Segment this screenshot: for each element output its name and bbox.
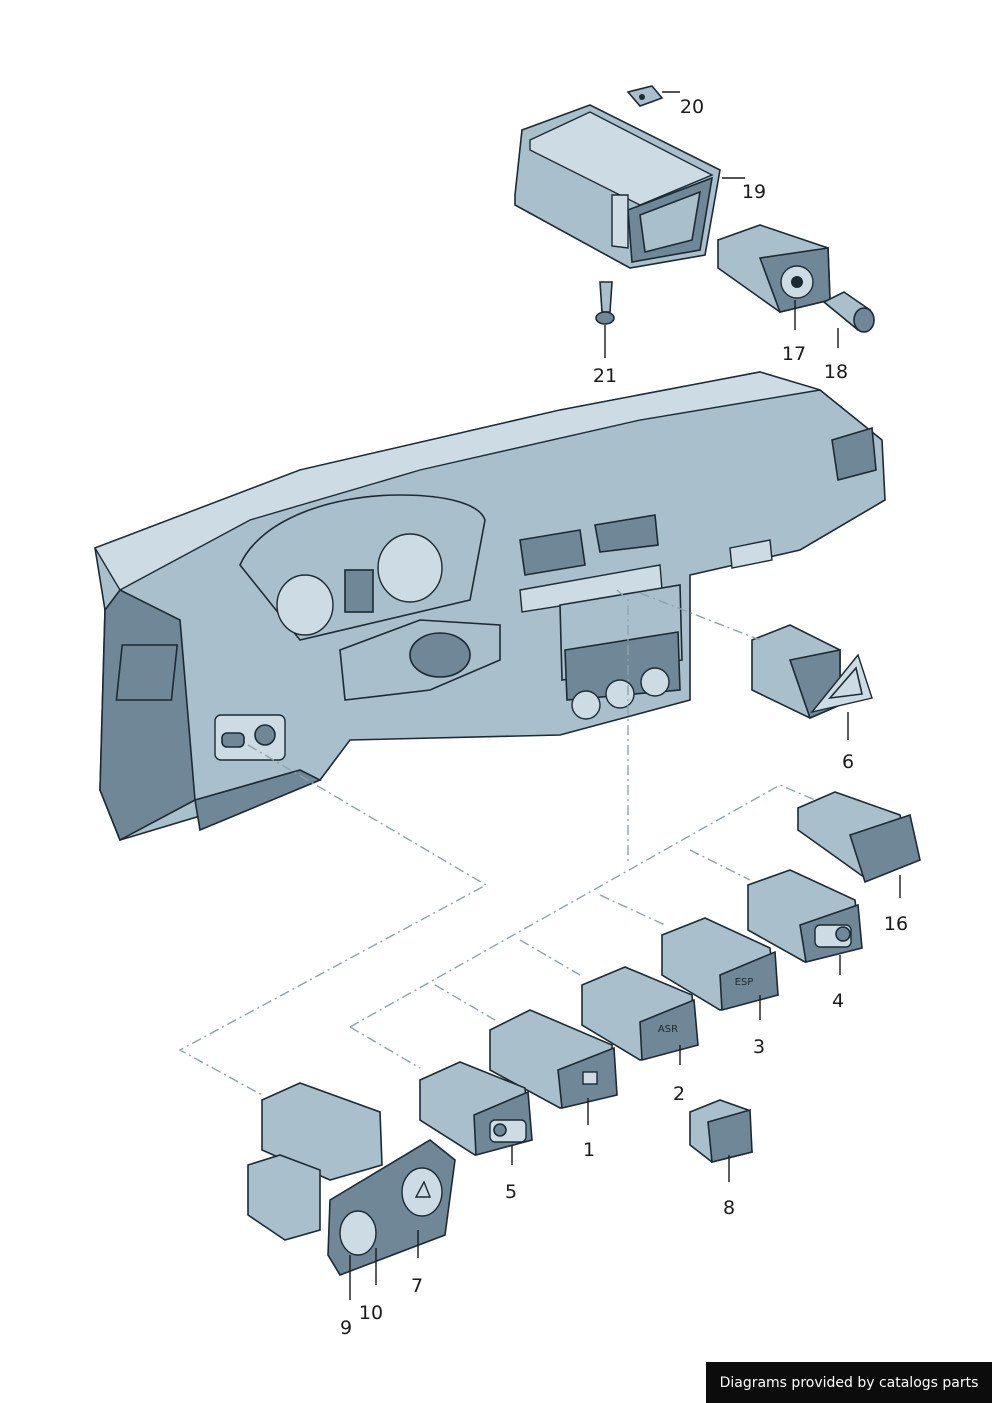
callout-21: 21 [593, 365, 617, 387]
callout-18: 18 [824, 361, 848, 383]
credit-text: Diagrams provided by catalogs parts [719, 1374, 979, 1391]
switch-part-16 [797, 791, 921, 884]
callout-7: 7 [411, 1275, 423, 1297]
callout-5: 5 [505, 1181, 517, 1203]
callout-16: 16 [884, 913, 908, 935]
callout-9: 9 [340, 1317, 352, 1339]
callout-1: 1 [583, 1139, 595, 1161]
switch-part-5 [419, 1061, 533, 1157]
screw-part-21 [595, 281, 615, 325]
callout-3: 3 [753, 1036, 765, 1058]
dashboard [93, 371, 886, 842]
callout-4: 4 [832, 990, 844, 1012]
plug-part-18 [822, 291, 875, 333]
esp-switch-part-3: ESP [661, 917, 779, 1012]
glove-box-part-19 [514, 104, 721, 269]
callout-6: 6 [842, 751, 854, 773]
cap-part-8 [689, 1099, 753, 1164]
hazard-switch-part-6 [751, 624, 873, 720]
callout-20: 20 [680, 96, 704, 118]
callout-19: 19 [742, 181, 766, 203]
esp-label: ESP [735, 977, 754, 988]
asr-switch-part-2: ASR [581, 966, 699, 1062]
switch-part-1 [489, 1009, 618, 1109]
leader-lines [349, 91, 901, 1300]
light-switch-part-7 [247, 1082, 456, 1276]
credit-banner: Diagrams provided by catalogs parts [706, 1362, 992, 1403]
callout-2: 2 [673, 1083, 685, 1105]
connector-lines [178, 589, 816, 1096]
callout-8: 8 [723, 1197, 735, 1219]
socket-part-17 [717, 224, 831, 313]
callout-17: 17 [782, 343, 806, 365]
asr-label: ASR [658, 1024, 678, 1035]
bracket-part-20 [626, 85, 664, 107]
callouts: 20 19 21 17 18 6 16 4 3 2 1 5 8 7 10 9 [340, 96, 908, 1339]
switch-part-4 [747, 869, 863, 963]
callout-10: 10 [359, 1302, 383, 1324]
